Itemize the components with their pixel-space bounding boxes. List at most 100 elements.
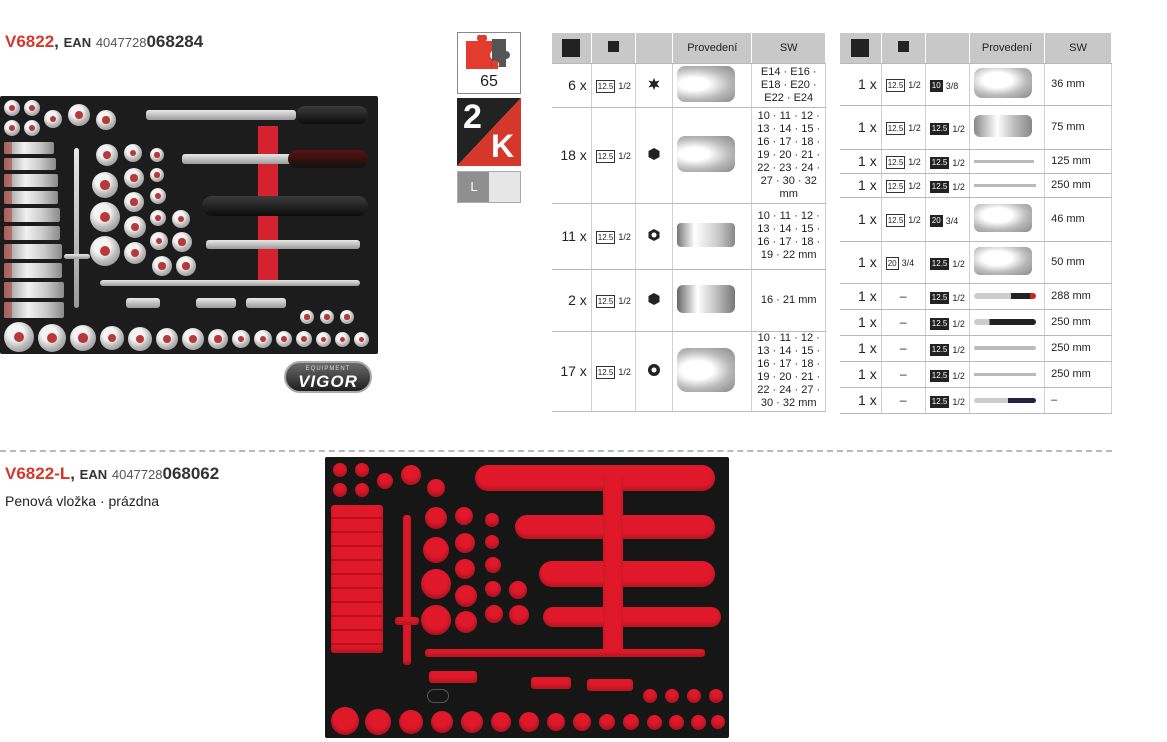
row-qty: 1 x xyxy=(840,361,882,388)
vigor-logo-tag: EQUIPMENT xyxy=(305,366,351,372)
row-sw: 250 mm xyxy=(1044,309,1112,336)
row-sw: E14 · E16 · E18 · E20 · E22 · E24 xyxy=(751,63,826,108)
insert-comma: , xyxy=(70,464,75,483)
insert-code: V6822-L xyxy=(5,464,71,483)
col-drive-header xyxy=(591,33,636,64)
row-sw: 36 mm xyxy=(1044,63,1112,106)
size-badge: L xyxy=(457,171,521,203)
flex-ratchet-thumb xyxy=(969,387,1046,414)
col-type-header: Provedení xyxy=(969,33,1046,64)
puzzle-xx-icon xyxy=(562,39,581,58)
row-qty: 18 x xyxy=(552,107,592,204)
col-qty-header xyxy=(840,33,882,64)
puzzle-xx-icon xyxy=(851,39,870,58)
component-split-icon xyxy=(457,98,521,166)
hex-profile-icon xyxy=(635,107,674,204)
row-drive-in: – xyxy=(881,309,926,336)
vigor-logo-text: VIGOR xyxy=(298,372,358,391)
ratchet-thumb xyxy=(969,335,1046,362)
ean-label: EAN xyxy=(63,35,92,50)
torx-profile-icon xyxy=(635,63,674,108)
product-code: V6822 xyxy=(5,32,55,51)
col-sw-header: SW xyxy=(1044,33,1112,64)
row-sw: 10 · 11 · 12 · 13 · 14 · 15 · 16 · 17 · … xyxy=(751,331,826,412)
row-sw: 125 mm xyxy=(1044,149,1112,174)
row-qty: 11 x xyxy=(552,203,592,270)
col-drive-in-header xyxy=(881,33,926,64)
row-qty: 1 x xyxy=(840,197,882,242)
row-qty: 1 x xyxy=(840,335,882,362)
puzzle-icon xyxy=(466,35,510,69)
row-qty: 1 x xyxy=(840,105,882,150)
component-letter: K xyxy=(491,128,515,164)
insert-description: Penová vložka · prázdna xyxy=(5,493,160,509)
square-drive-icon xyxy=(607,40,619,52)
square-drive-icon xyxy=(897,40,909,52)
product-title: V6822, EAN 4047728068284 xyxy=(5,32,203,52)
socket-thumb xyxy=(672,203,753,270)
row-sw: 10 · 11 · 12 · 13 · 14 · 15 · 16 · 17 · … xyxy=(751,107,826,204)
hex-deep-profile-icon xyxy=(635,203,674,270)
foam-logo-mark xyxy=(427,689,449,703)
product-comma: , xyxy=(54,32,59,51)
row-qty: 1 x xyxy=(840,241,882,284)
piece-count-badge: 65 xyxy=(457,32,521,94)
insert-title: V6822-L, EAN 4047728068062 xyxy=(5,464,219,484)
row-drive-in: – xyxy=(881,387,926,414)
universal-joint-thumb xyxy=(969,105,1046,150)
socket-thumb xyxy=(672,107,753,204)
insert-ean-prefix: 4047728 xyxy=(111,467,163,482)
ean-suffix: 068284 xyxy=(146,32,204,51)
row-sw: 250 mm xyxy=(1044,361,1112,388)
row-drive-in: – xyxy=(881,283,926,310)
row-sw: 250 mm xyxy=(1044,173,1112,198)
socket-thumb xyxy=(672,63,753,108)
vigor-logo: EQUIPMENT VIGOR xyxy=(284,361,372,393)
component-count: 2 xyxy=(463,98,482,136)
extension-thumb xyxy=(969,173,1046,198)
row-qty: 1 x xyxy=(840,63,882,106)
ratchet-thumb xyxy=(969,309,1046,336)
piece-count: 65 xyxy=(480,73,498,90)
row-sw: 50 mm xyxy=(1044,241,1112,284)
col-qty-header xyxy=(552,33,592,64)
tbar-thumb xyxy=(969,361,1046,388)
row-sw: 75 mm xyxy=(1044,105,1112,150)
row-drive-in: – xyxy=(881,335,926,362)
col-sw-header: SW xyxy=(751,33,826,64)
row-qty: 1 x xyxy=(840,173,882,198)
adapter-thumb xyxy=(969,197,1046,242)
hex-spark-profile-icon xyxy=(635,269,674,332)
row-sw: 250 mm xyxy=(1044,335,1112,362)
size-letter: L xyxy=(470,179,478,194)
